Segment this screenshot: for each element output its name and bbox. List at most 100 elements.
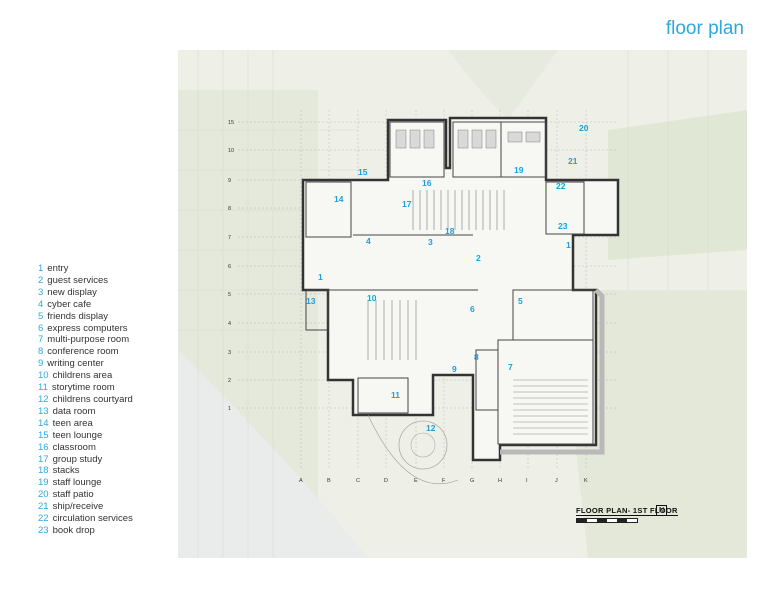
legend-number: 6 <box>38 322 44 334</box>
room-number: 4 <box>366 236 371 246</box>
room-number: 23 <box>558 221 568 231</box>
room-number: 2 <box>476 253 481 263</box>
grid-row-label: 6 <box>228 264 232 270</box>
legend-label: friends display <box>47 310 109 322</box>
legend-number: 17 <box>38 453 49 465</box>
legend-label: stacks <box>52 465 80 477</box>
legend-number: 9 <box>38 358 44 370</box>
legend-number: 12 <box>38 393 49 405</box>
grid-row-label: 2 <box>228 378 232 384</box>
legend-label: data room <box>52 405 96 417</box>
room-number: 8 <box>474 352 479 362</box>
legend-number: 23 <box>38 524 49 536</box>
room-number: 6 <box>470 304 475 314</box>
legend-label: express computers <box>47 322 128 334</box>
grid-column-label: E <box>414 478 418 484</box>
legend-label: ship/receive <box>52 501 104 513</box>
room-number: 21 <box>568 156 578 166</box>
legend-label: staff patio <box>52 489 94 501</box>
legend-label: book drop <box>52 524 95 536</box>
floor-plan-drawing: 1 1 2 3 4 5 6 7 8 9 10 11 12 13 14 15 16… <box>178 50 747 558</box>
grid-row-label: 3 <box>228 350 232 356</box>
floor-plan-svg <box>178 50 747 558</box>
legend-label: writing center <box>47 358 104 370</box>
legend-label: teen lounge <box>52 429 103 441</box>
legend-number: 18 <box>38 465 49 477</box>
room-number: 9 <box>452 364 457 374</box>
grid-row-label: 5 <box>228 292 232 298</box>
room-number: 14 <box>334 194 344 204</box>
room-number: 12 <box>426 423 436 433</box>
legend-label: group study <box>52 453 103 465</box>
grid-row-label: 7 <box>228 235 232 241</box>
grid-row-label: 1 <box>228 406 232 412</box>
legend-label: teen area <box>52 417 93 429</box>
grid-row-label: 4 <box>228 321 232 327</box>
legend-number: 4 <box>38 298 44 310</box>
room-number: 20 <box>579 123 589 133</box>
grid-column-label: G <box>470 478 475 484</box>
legend-label: conference room <box>47 346 119 358</box>
legend-number: 22 <box>38 513 49 525</box>
room-number: 3 <box>428 237 433 247</box>
legend-label: childrens area <box>52 370 113 382</box>
grid-column-label: F <box>442 478 446 484</box>
legend-number: 21 <box>38 501 49 513</box>
grid-column-label: H <box>498 478 502 484</box>
room-number: 17 <box>402 199 412 209</box>
grid-row-label: 15 <box>228 120 235 126</box>
legend-number: 8 <box>38 346 44 358</box>
legend-label: storytime room <box>51 382 115 394</box>
room-number: 16 <box>422 178 432 188</box>
scale-bar <box>576 518 638 523</box>
legend-label: staff lounge <box>52 477 102 489</box>
legend-number: 7 <box>38 334 44 346</box>
page-title: floor plan <box>665 18 744 39</box>
room-number: 5 <box>518 296 523 306</box>
legend-number: 14 <box>38 417 49 429</box>
plan-caption: FLOOR PLAN- 1ST FLOOR <box>576 506 678 516</box>
grid-row-label: 9 <box>228 178 232 184</box>
room-number: 7 <box>508 362 513 372</box>
room-number: 18 <box>445 226 455 236</box>
legend-label: multi-purpose room <box>47 334 130 346</box>
room-number: 19 <box>514 165 524 175</box>
room-number: 15 <box>358 167 368 177</box>
legend-label: new display <box>47 286 97 298</box>
legend-label: childrens courtyard <box>52 393 133 405</box>
legend-number: 10 <box>38 370 49 382</box>
grid-column-label: I <box>526 478 528 484</box>
grid-column-label: J <box>555 478 558 484</box>
legend-number: 2 <box>38 274 44 286</box>
legend-label: circulation services <box>52 513 133 525</box>
room-number: 10 <box>367 293 377 303</box>
legend-number: 20 <box>38 489 49 501</box>
legend-number: 16 <box>38 441 49 453</box>
grid-column-label: C <box>356 478 360 484</box>
room-number: 1 <box>318 272 323 282</box>
legend-number: 3 <box>38 286 44 298</box>
grid-column-label: B <box>327 478 331 484</box>
legend-number: 11 <box>38 382 48 394</box>
legend-number: 5 <box>38 310 44 322</box>
legend-number: 13 <box>38 405 49 417</box>
grid-row-label: 8 <box>228 206 232 212</box>
room-number: 13 <box>306 296 316 306</box>
grid-column-label: D <box>384 478 388 484</box>
